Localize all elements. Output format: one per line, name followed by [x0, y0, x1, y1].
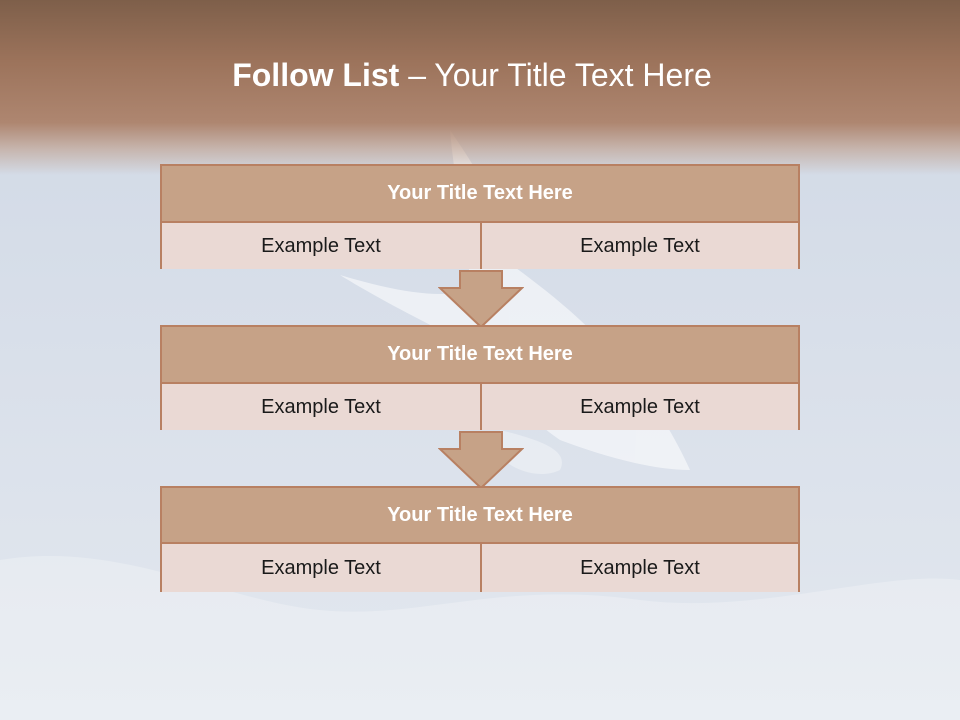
- block-title: Your Title Text Here: [162, 327, 798, 384]
- block-cell-right: Example Text: [482, 384, 798, 430]
- list-block-3: Your Title Text Here Example Text Exampl…: [160, 486, 800, 592]
- block-title: Your Title Text Here: [162, 166, 798, 223]
- slide-title-bold: Follow List: [232, 57, 409, 93]
- down-arrow-icon: [438, 431, 524, 489]
- slide-title: Follow List – Your Title Text Here: [0, 52, 944, 98]
- block-cell-left: Example Text: [162, 544, 482, 592]
- block-cell-left: Example Text: [162, 223, 482, 269]
- header-band: [0, 0, 960, 175]
- block-cell-right: Example Text: [482, 223, 798, 269]
- list-block-1: Your Title Text Here Example Text Exampl…: [160, 164, 800, 269]
- list-block-2: Your Title Text Here Example Text Exampl…: [160, 325, 800, 430]
- block-cell-right: Example Text: [482, 544, 798, 592]
- block-cell-left: Example Text: [162, 384, 482, 430]
- down-arrow-icon: [438, 270, 524, 328]
- block-title: Your Title Text Here: [162, 488, 798, 544]
- slide-title-rest: – Your Title Text Here: [408, 57, 712, 93]
